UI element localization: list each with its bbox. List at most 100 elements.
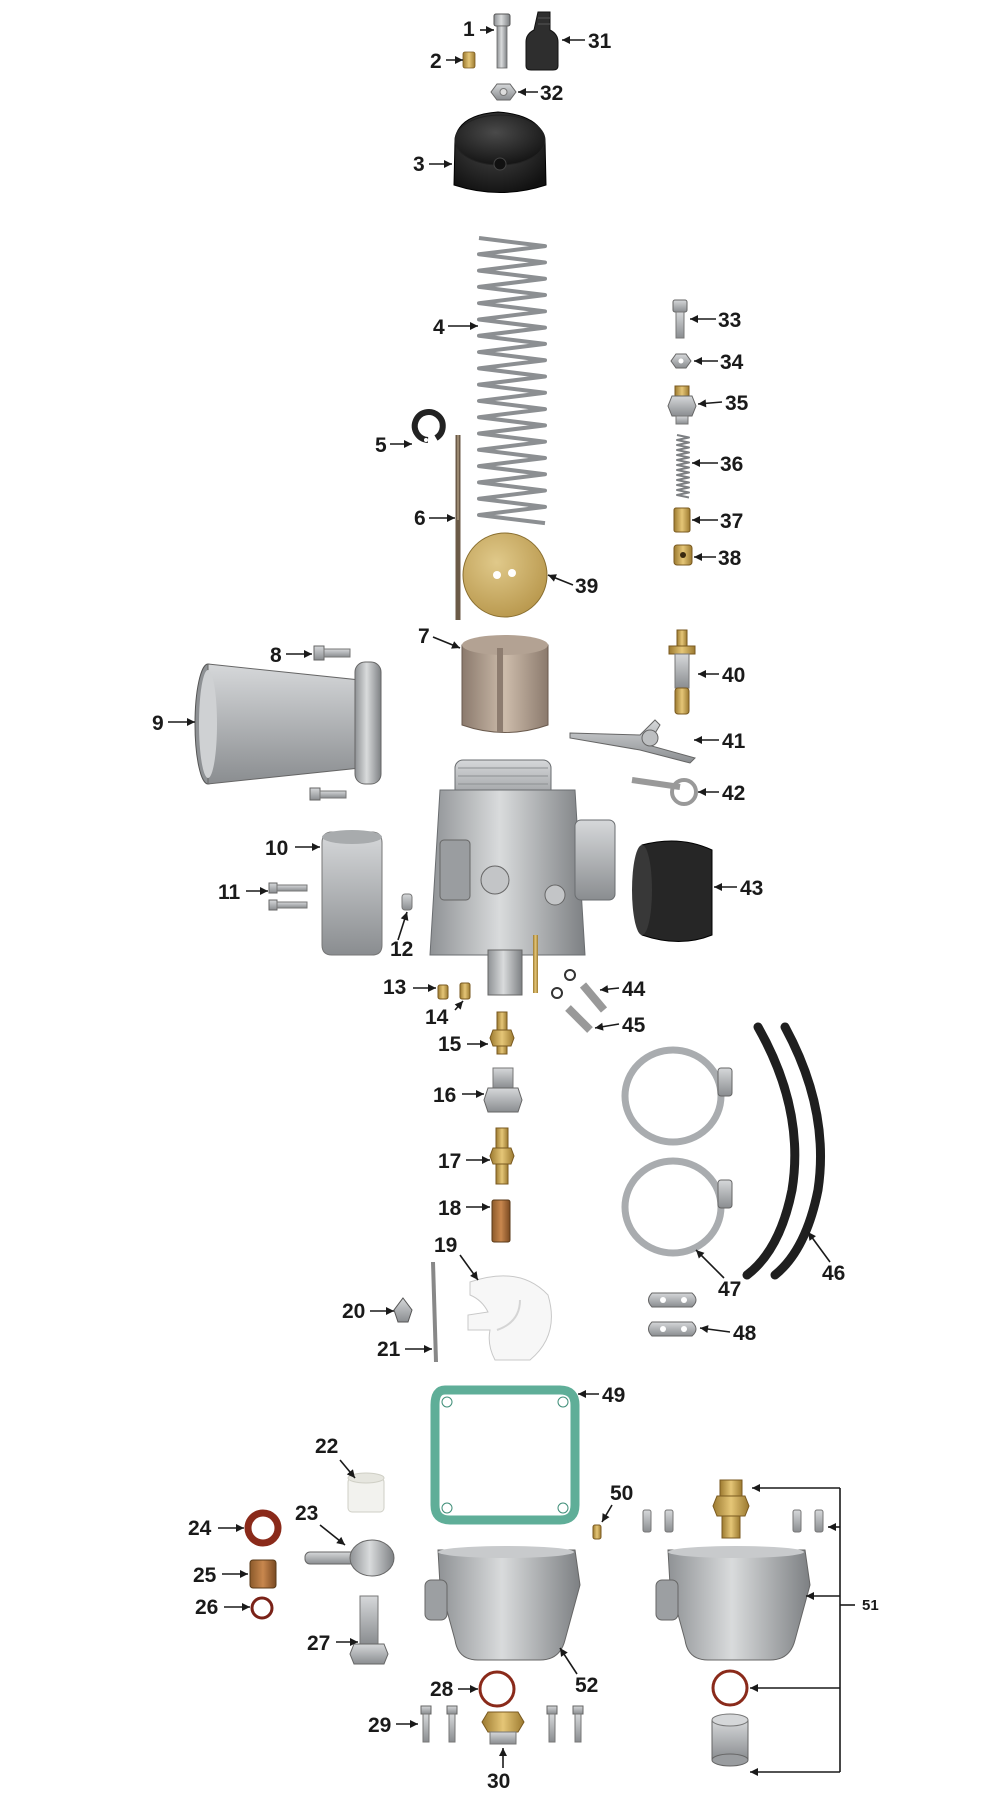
- callout-arrowhead: [470, 322, 478, 330]
- part-label-43: 43: [740, 877, 763, 900]
- part-5: [411, 409, 446, 443]
- part-label-17: 17: [438, 1150, 461, 1173]
- part-label-33: 33: [718, 309, 741, 332]
- callout-arrowhead: [312, 843, 320, 851]
- part-label-11: 11: [218, 881, 241, 904]
- part-29: [420, 1705, 584, 1743]
- callout-arrowhead: [698, 788, 706, 796]
- part-44: [551, 969, 608, 1013]
- part-label-41: 41: [722, 730, 746, 753]
- part-4: [477, 236, 547, 526]
- callout-arrowhead: [548, 574, 557, 582]
- part-48: [648, 1292, 697, 1337]
- part-label-24: 24: [188, 1517, 212, 1540]
- callout-arrowhead: [750, 1684, 758, 1692]
- part-label-28: 28: [430, 1678, 454, 1701]
- callout-arrowhead: [499, 1748, 507, 1756]
- part-3: [453, 111, 547, 193]
- part-label-13: 13: [383, 976, 406, 999]
- part-14: [459, 982, 471, 1000]
- callout-arrowhead: [346, 1469, 355, 1478]
- part-label-14: 14: [425, 1006, 449, 1029]
- callout-arrowhead: [752, 1484, 760, 1492]
- part-52: [424, 1546, 581, 1661]
- part-label-31: 31: [588, 30, 612, 53]
- callout-arrowhead: [714, 883, 722, 891]
- callout-arrowhead: [242, 1603, 250, 1611]
- callout-arrowhead: [482, 1156, 490, 1164]
- callout-arrowhead: [451, 641, 460, 649]
- callout-arrowhead: [470, 1271, 478, 1280]
- callout-arrowhead: [750, 1768, 758, 1776]
- part-10: [321, 830, 383, 956]
- part-39: [462, 532, 548, 618]
- part-27: [349, 1595, 389, 1665]
- part-51: [642, 1479, 824, 1767]
- part-35: [667, 385, 697, 425]
- callout-arrowhead: [595, 1022, 604, 1031]
- callout-arrowhead: [698, 670, 706, 678]
- part-label-45: 45: [622, 1014, 646, 1037]
- part-8: [313, 645, 351, 661]
- callout-arrowhead: [240, 1570, 248, 1578]
- part-28: [478, 1670, 516, 1708]
- callout-arrowhead: [444, 160, 452, 168]
- part-label-36: 36: [720, 453, 743, 476]
- part-label-18: 18: [438, 1197, 462, 1220]
- callout-arrowhead: [694, 736, 702, 744]
- part-47: [621, 1046, 733, 1257]
- part-11: [268, 882, 308, 911]
- callout-arrowhead: [428, 984, 436, 992]
- callout-arrowhead: [386, 1307, 394, 1315]
- part-7: [461, 635, 549, 733]
- part-33: [672, 299, 688, 339]
- part-43: [632, 840, 713, 942]
- part-15: [489, 1011, 515, 1055]
- callout-arrowhead: [454, 1001, 463, 1010]
- callout-arrowhead: [400, 912, 409, 921]
- callout-arrowhead: [696, 1250, 705, 1259]
- callout-arrowhead: [336, 1536, 345, 1545]
- part-label-32: 32: [540, 82, 563, 105]
- part-label-9: 9: [152, 712, 164, 735]
- carburetor-body: [429, 759, 616, 996]
- part-label-35: 35: [725, 392, 749, 415]
- part-23: [304, 1539, 395, 1577]
- part-46: [742, 1022, 826, 1280]
- part-25: [249, 1559, 277, 1589]
- callout-arrowhead: [692, 516, 700, 524]
- part-label-15: 15: [438, 1033, 462, 1056]
- part-label-48: 48: [733, 1322, 757, 1345]
- part-label-19: 19: [434, 1234, 457, 1257]
- part-label-6: 6: [414, 507, 426, 530]
- callout-arrowhead: [447, 514, 455, 522]
- part-label-1: 1: [463, 18, 475, 41]
- part-label-40: 40: [722, 664, 745, 687]
- part-label-44: 44: [622, 978, 646, 1001]
- callout-arrowhead: [424, 1345, 432, 1353]
- part-32: [490, 83, 517, 101]
- part-label-37: 37: [720, 510, 743, 533]
- part-label-46: 46: [822, 1262, 845, 1285]
- callout-arrowhead: [404, 440, 412, 448]
- callout-arrowhead: [476, 1090, 484, 1098]
- callout-arrowhead: [562, 36, 570, 44]
- callout-arrowhead: [470, 1685, 478, 1693]
- callout-arrowhead: [304, 650, 312, 658]
- part-label-8: 8: [270, 644, 282, 667]
- part-8-lower: [309, 787, 347, 801]
- callout-arrowhead: [455, 56, 463, 64]
- callout-arrowhead: [694, 553, 702, 561]
- part-label-3: 3: [413, 153, 425, 176]
- part-26: [250, 1596, 274, 1620]
- part-label-27: 27: [307, 1632, 330, 1655]
- callout-arrowhead: [828, 1523, 836, 1531]
- callout-arrowhead: [480, 1040, 488, 1048]
- part-31: [525, 11, 559, 71]
- part-label-39: 39: [575, 575, 598, 598]
- part-label-34: 34: [720, 351, 744, 374]
- part-38: [673, 544, 693, 566]
- part-34: [670, 353, 692, 369]
- part-50: [592, 1524, 602, 1540]
